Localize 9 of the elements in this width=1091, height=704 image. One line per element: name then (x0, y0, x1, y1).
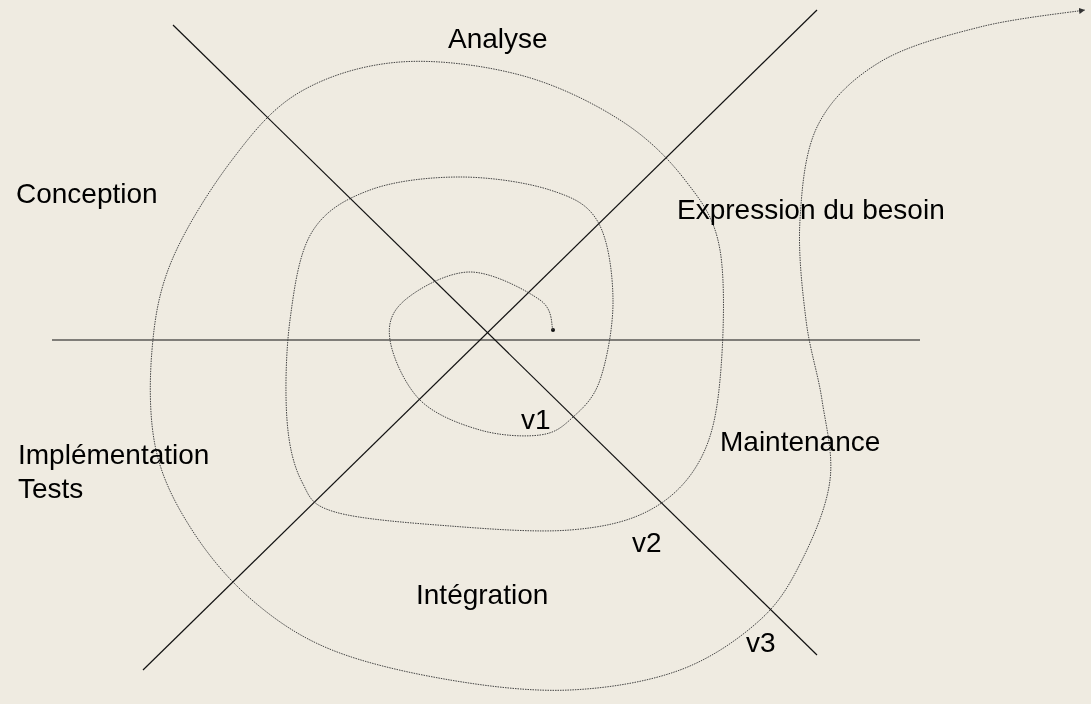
version-label: v1 (521, 403, 551, 437)
phase-label: Analyse (448, 22, 548, 56)
version-label: v3 (746, 626, 776, 660)
version-label: v2 (632, 526, 662, 560)
phase-label: Conception (16, 177, 158, 211)
phase-label: Implémentation Tests (18, 438, 211, 506)
phase-label: Intégration (416, 578, 549, 612)
phase-label: Maintenance (720, 425, 881, 459)
phase-label: Expression du besoin (677, 193, 945, 227)
